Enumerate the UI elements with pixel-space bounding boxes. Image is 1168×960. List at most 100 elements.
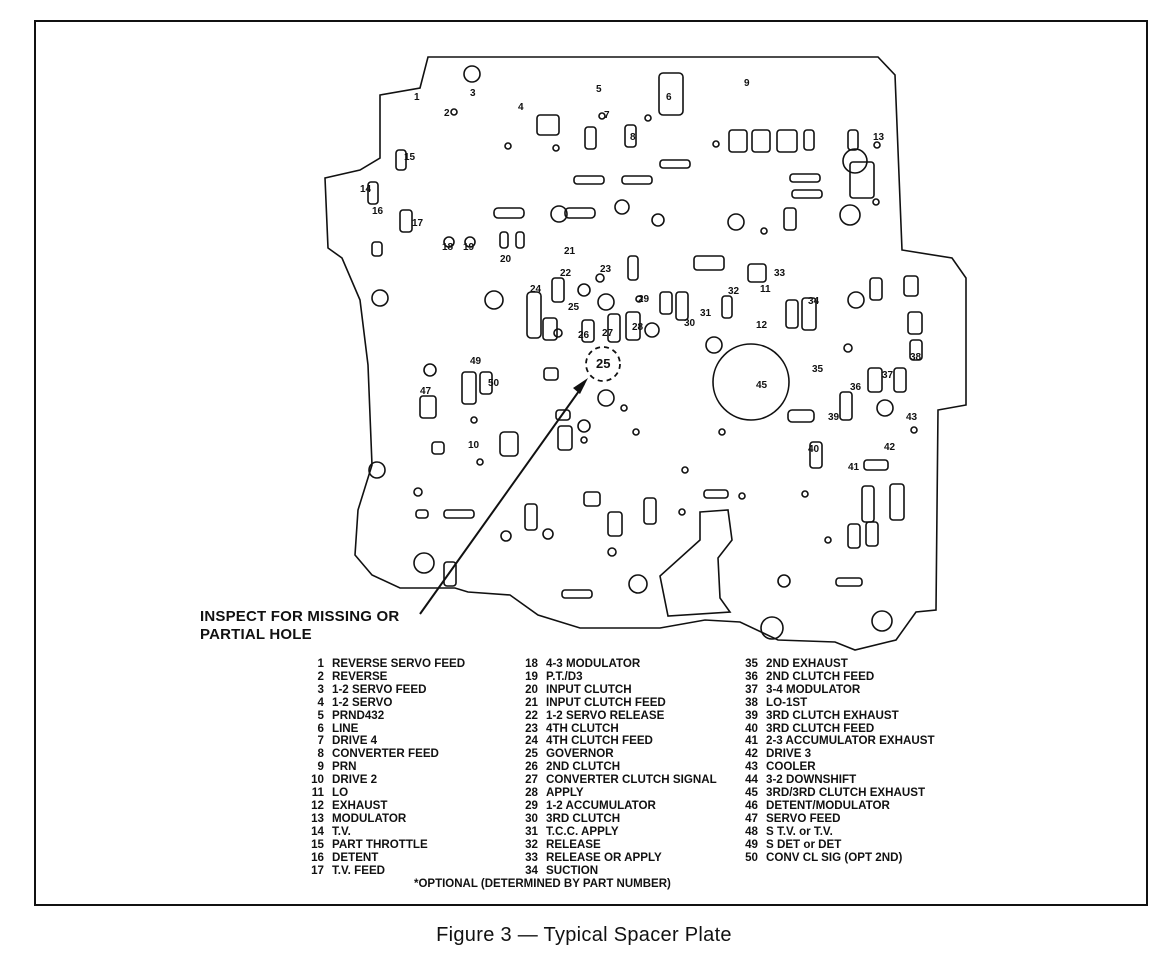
legend-label: GOVERNOR: [546, 747, 614, 761]
legend-number: 32: [525, 837, 538, 851]
plate-slot: [479, 371, 493, 395]
plate-hole: [727, 213, 745, 231]
plate-hole: [484, 290, 504, 310]
plate-slot: [399, 209, 413, 233]
plate-hole: [871, 610, 893, 632]
hole-number-label: 35: [812, 364, 824, 375]
hole-number-label: 12: [756, 320, 768, 331]
legend-number: 44: [745, 773, 758, 787]
legend-label: 1-2 SERVO FEED: [332, 682, 427, 696]
plate-slot: [499, 231, 509, 249]
plate-slot: [584, 126, 597, 150]
legend-label: INPUT CLUTCH FEED: [546, 695, 666, 709]
plate-hole: [580, 436, 588, 444]
plate-hole: [450, 108, 458, 116]
legend-number: 36: [745, 669, 758, 683]
legend-number: 15: [311, 837, 324, 851]
hole-number-label: 26: [578, 330, 590, 341]
hole-number-label: 24: [530, 284, 542, 295]
hole-number-label: 45: [756, 380, 768, 391]
plate-slot: [849, 161, 875, 199]
hole-number-label: 14: [360, 184, 372, 195]
legend-label: REVERSE SERVO FEED: [332, 657, 466, 670]
legend-number: 46: [745, 798, 758, 812]
plate-slot: [564, 207, 596, 219]
plate-slot: [607, 511, 623, 537]
plate-slot: [658, 72, 684, 116]
plate-hole: [423, 363, 437, 377]
plate-slot: [573, 175, 605, 185]
plate-slot: [747, 263, 767, 283]
legend-label: PART THROTTLE: [332, 837, 428, 851]
legend-label: 3RD CLUTCH EXHAUST: [766, 708, 899, 722]
plate-slot: [785, 299, 799, 329]
hole-number-label: 19: [463, 242, 475, 253]
plate-hole: [738, 492, 746, 500]
suction-port-34: [659, 509, 733, 617]
plate-slot: [751, 129, 771, 153]
legend-label: INPUT CLUTCH: [546, 682, 632, 696]
hole-number-label: 37: [882, 370, 894, 381]
legend-label: DETENT: [332, 850, 379, 864]
hole-number-label: 32: [728, 286, 740, 297]
hole-number-label: 30: [684, 318, 696, 329]
legend-number: 26: [525, 760, 538, 774]
plate-slot: [847, 129, 859, 151]
plate-hole: [635, 295, 643, 303]
legend-label: PRND432: [332, 708, 385, 722]
plate-hole: [550, 205, 568, 223]
plate-hole: [628, 574, 648, 594]
plate-hole: [552, 144, 560, 152]
hole-number-label: 21: [564, 246, 576, 257]
plate-slot: [443, 509, 475, 519]
plate-hole: [681, 466, 689, 474]
plate-slot: [551, 277, 565, 303]
plate-hole: [839, 204, 861, 226]
legend-number: 48: [745, 824, 758, 838]
legend-number: 34: [525, 863, 538, 877]
plate-slot: [624, 124, 637, 148]
plate-hole: [712, 140, 720, 148]
plate-hole: [910, 426, 918, 434]
plate-slot: [627, 255, 639, 281]
hole-number-label: 47: [420, 386, 432, 397]
plate-slot: [581, 319, 595, 343]
plate-slot: [555, 409, 571, 421]
plate-slot: [371, 241, 383, 257]
plate-hole: [500, 530, 512, 542]
legend-entry: 15 PART THROTTLE: [296, 837, 465, 852]
plate-slot: [839, 391, 853, 421]
plate-hole: [678, 508, 686, 516]
plate-hole: [632, 428, 640, 436]
legend-number: 21: [525, 695, 538, 709]
plate-slot: [561, 589, 593, 599]
plate-slot: [543, 367, 559, 381]
highlighted-hole: [585, 346, 621, 382]
hole-number-label: 41: [848, 462, 860, 473]
legend-number: 33: [525, 850, 538, 864]
legend-label: APPLY: [546, 786, 584, 800]
legend-number: 19: [525, 669, 538, 683]
legend-label: 3RD CLUTCH FEED: [766, 721, 875, 735]
legend-number: 35: [745, 657, 758, 670]
plate-hole: [718, 428, 726, 436]
hole-number-label: 2: [444, 108, 450, 119]
plate-slot: [515, 231, 525, 249]
